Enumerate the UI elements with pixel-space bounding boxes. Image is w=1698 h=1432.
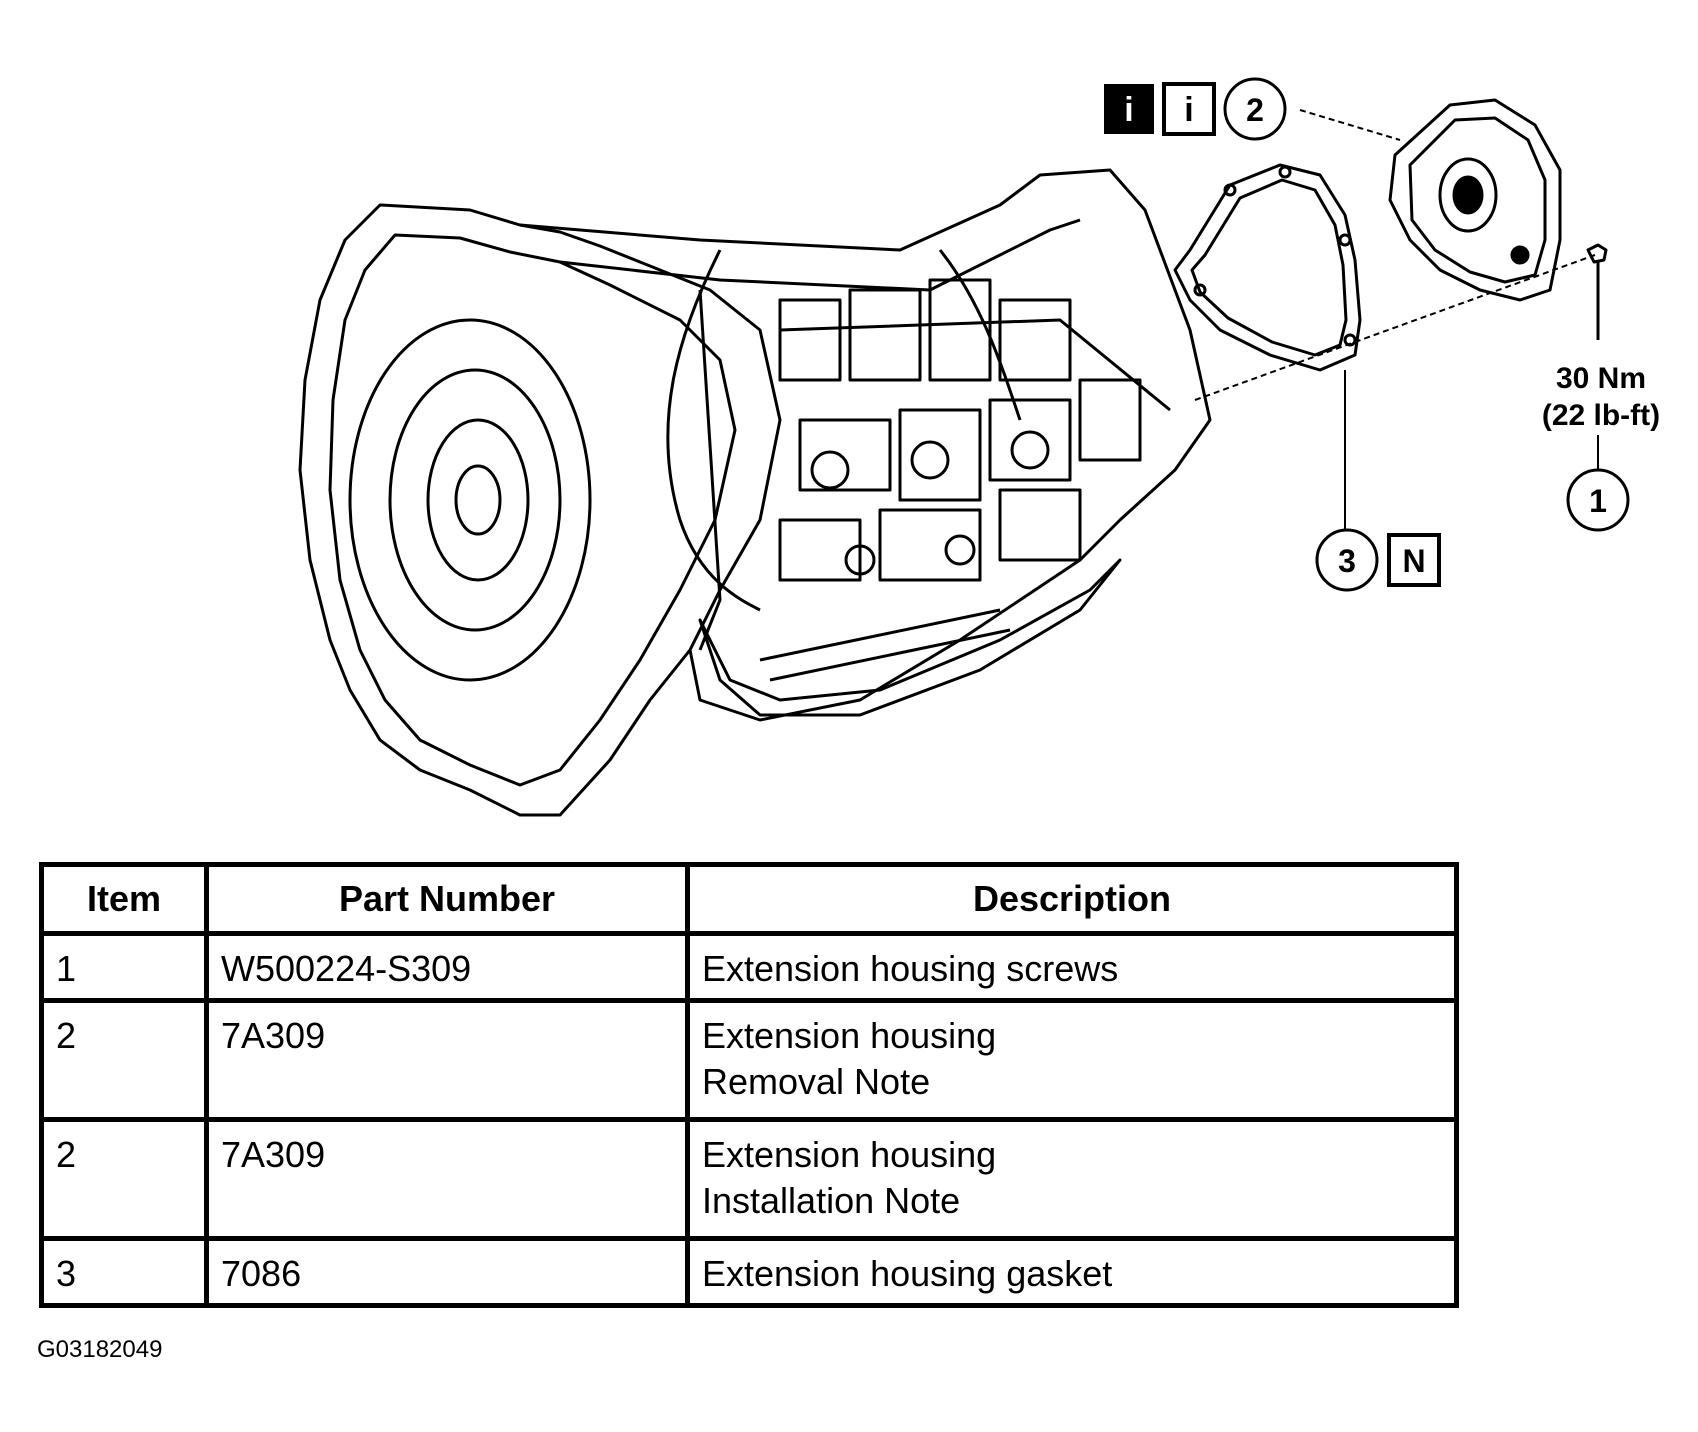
- info-outline-icon: i: [1162, 82, 1216, 136]
- installation-note-link[interactable]: Installation Note: [702, 1180, 961, 1221]
- description-line: Extension housing: [702, 1134, 997, 1175]
- column-header-item: Item: [39, 862, 209, 936]
- svg-text:N: N: [1402, 543, 1425, 579]
- torque-metric: 30 Nm: [1556, 362, 1646, 395]
- description-line: Extension housing: [702, 1015, 997, 1056]
- cell-description: Extension housing screws: [685, 931, 1459, 1003]
- bell-housing-outline: [298, 203, 782, 817]
- column-header-part-number: Part Number: [204, 862, 690, 936]
- cell-item: 3: [39, 1236, 209, 1308]
- cell-description: Extension housing Removal Note: [685, 998, 1459, 1122]
- table-row: 1 W500224-S309 Extension housing screws: [39, 931, 1459, 1003]
- svg-text:3: 3: [1338, 543, 1356, 579]
- extension-housing-screw: [1586, 243, 1608, 264]
- cell-item: 1: [39, 931, 209, 1003]
- cell-description: Extension housing Installation Note: [685, 1117, 1459, 1241]
- svg-text:i: i: [1124, 91, 1133, 129]
- table-header-row: Item Part Number Description: [39, 862, 1459, 936]
- callout-2: 2: [1223, 77, 1287, 141]
- torque-imperial: (22 lb-ft): [1542, 399, 1660, 432]
- removal-note-link[interactable]: Removal Note: [702, 1061, 931, 1102]
- description-line: Extension housing gasket: [702, 1253, 1113, 1294]
- cell-part-number: 7086: [204, 1236, 690, 1308]
- svg-text:2: 2: [1246, 92, 1264, 128]
- oil-pan: [698, 558, 1122, 717]
- transmission-case: [519, 168, 1212, 722]
- cell-part-number: 7A309: [204, 998, 690, 1122]
- table-row: 2 7A309 Extension housing Installation N…: [39, 1117, 1459, 1241]
- figure-id: G03182049: [37, 1336, 163, 1363]
- callout-3: 3: [1315, 528, 1379, 592]
- table-row: 3 7086 Extension housing gasket: [39, 1236, 1459, 1308]
- extension-housing: [1388, 98, 1562, 302]
- cell-part-number: W500224-S309: [204, 931, 690, 1003]
- description-line: Extension housing screws: [702, 948, 1119, 989]
- note-icon: N: [1387, 533, 1441, 587]
- cell-item: 2: [39, 998, 209, 1122]
- svg-text:i: i: [1184, 91, 1193, 129]
- cell-part-number: 7A309: [204, 1117, 690, 1241]
- transmission-exploded-view: i i 2 30 Nm (22 lb-ft) 1 3 N: [298, 77, 1660, 817]
- cell-item: 2: [39, 1117, 209, 1241]
- column-header-description: Description: [685, 862, 1459, 936]
- info-icon: i: [1104, 84, 1154, 134]
- cell-description: Extension housing gasket: [685, 1236, 1459, 1308]
- parts-table: Item Part Number Description 1 W500224-S…: [39, 862, 1459, 1308]
- callout-1: 1: [1566, 468, 1630, 532]
- svg-text:1: 1: [1589, 483, 1607, 519]
- torque-converter: [348, 318, 592, 682]
- table-row: 2 7A309 Extension housing Removal Note: [39, 998, 1459, 1122]
